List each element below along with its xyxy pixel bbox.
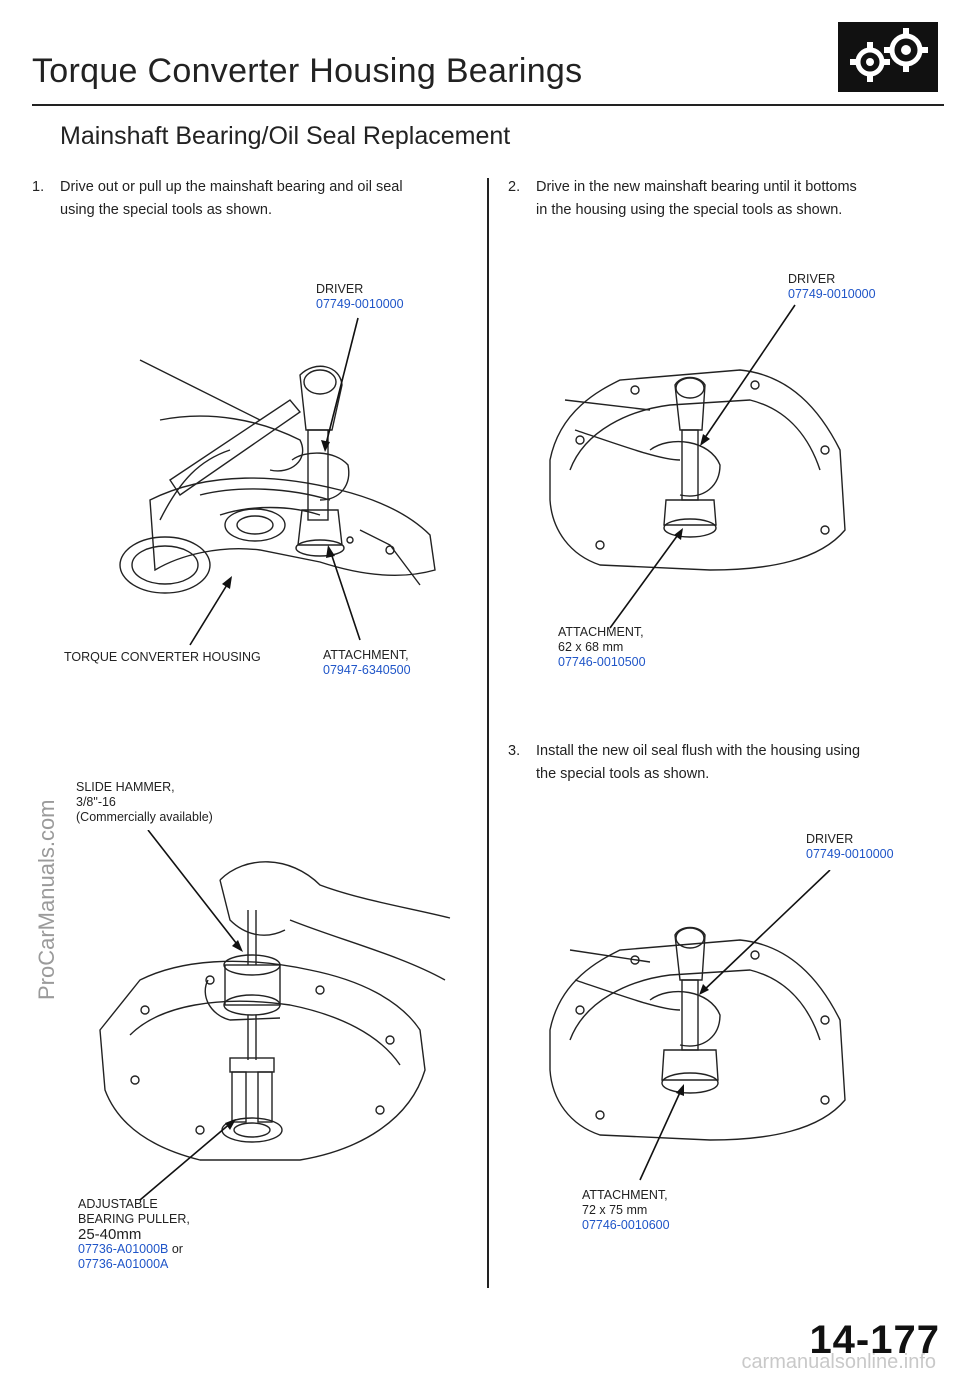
part-number: 07749-0010000: [316, 297, 404, 311]
tool-name: ATTACHMENT,: [582, 1188, 668, 1202]
tool-size: 72 x 75 mm: [582, 1203, 648, 1217]
tool-name: DRIVER: [316, 282, 364, 296]
driver-label-fig4: DRIVER 07749-0010000: [806, 832, 894, 862]
part-number: 07746-0010600: [582, 1218, 670, 1232]
step-text-cont: in the housing using the special tools a…: [536, 202, 843, 218]
part-number: 07947-6340500: [323, 663, 411, 677]
attachment-label-fig1: ATTACHMENT, 07947-6340500: [323, 648, 411, 678]
driver-label-fig1: DRIVER 07749-0010000: [316, 282, 404, 312]
tool-name: DRIVER: [788, 272, 836, 286]
step-text: Drive in the new mainshaft bearing until…: [536, 179, 857, 195]
step-text-cont: using the special tools as shown.: [60, 202, 272, 218]
driver-label-fig3: DRIVER 07749-0010000: [788, 272, 876, 302]
tool-name-cont: BEARING PULLER,: [78, 1212, 190, 1226]
step-text: Drive out or pull up the mainshaft beari…: [60, 179, 403, 195]
slide-hammer-label: SLIDE HAMMER, 3/8"-16 (Commercially avai…: [76, 780, 213, 825]
puller-label: ADJUSTABLE BEARING PULLER, 25-40mm 07736…: [78, 1197, 190, 1272]
step-text: Install the new oil seal flush with the …: [536, 743, 861, 759]
step-number: 3.: [508, 743, 521, 759]
figure-slide-hammer: [99, 830, 451, 1201]
attachment-label-fig4: ATTACHMENT, 72 x 75 mm 07746-0010600: [582, 1188, 670, 1233]
tool-name: ADJUSTABLE: [78, 1197, 158, 1211]
tool-note: (Commercially available): [76, 810, 213, 824]
step-text-cont: the special tools as shown.: [536, 766, 710, 782]
tool-name: DRIVER: [806, 832, 854, 846]
tool-name: ATTACHMENT,: [323, 648, 409, 662]
figure-install-bearing: [549, 304, 846, 629]
step-3: 3. Install the new oil seal flush with th…: [508, 740, 938, 786]
page-title: Torque Converter Housing Bearings: [32, 52, 583, 90]
step-number: 2.: [508, 179, 521, 195]
part-number: 07749-0010000: [788, 287, 876, 301]
section-title: Mainshaft Bearing/Oil Seal Replacement: [60, 122, 511, 150]
tool-size: 25-40mm: [78, 1226, 142, 1243]
footer-watermark: carmanualsonline.info: [741, 1351, 936, 1373]
figure-driver-removal: [119, 317, 436, 646]
tool-name: SLIDE HAMMER,: [76, 780, 175, 794]
page-number: 14-177: [809, 1318, 940, 1362]
part-number-alt: 07736-A01000A: [78, 1257, 169, 1271]
gears-icon: [838, 22, 938, 92]
step-2: 2. Drive in the new mainshaft bearing unt…: [508, 176, 938, 222]
tool-name: ATTACHMENT,: [558, 625, 644, 639]
part-number: 07746-0010500: [558, 655, 646, 669]
housing-label: TORQUE CONVERTER HOUSING: [64, 650, 261, 664]
figure-install-seal: [549, 870, 846, 1181]
column-divider: [487, 178, 489, 1288]
step-number: 1.: [32, 179, 45, 195]
or-text: or: [168, 1242, 183, 1256]
title-divider: [32, 104, 944, 106]
part-number: 07736-A01000B: [78, 1242, 169, 1256]
attachment-label-fig3: ATTACHMENT, 62 x 68 mm 07746-0010500: [558, 625, 646, 670]
watermark-text: ProCarManuals.com: [34, 799, 59, 1000]
tool-size: 62 x 68 mm: [558, 640, 624, 654]
part-number: 07749-0010000: [806, 847, 894, 861]
tool-spec: 3/8"-16: [76, 795, 116, 809]
step-1: 1. Drive out or pull up the mainshaft bea…: [32, 176, 472, 222]
